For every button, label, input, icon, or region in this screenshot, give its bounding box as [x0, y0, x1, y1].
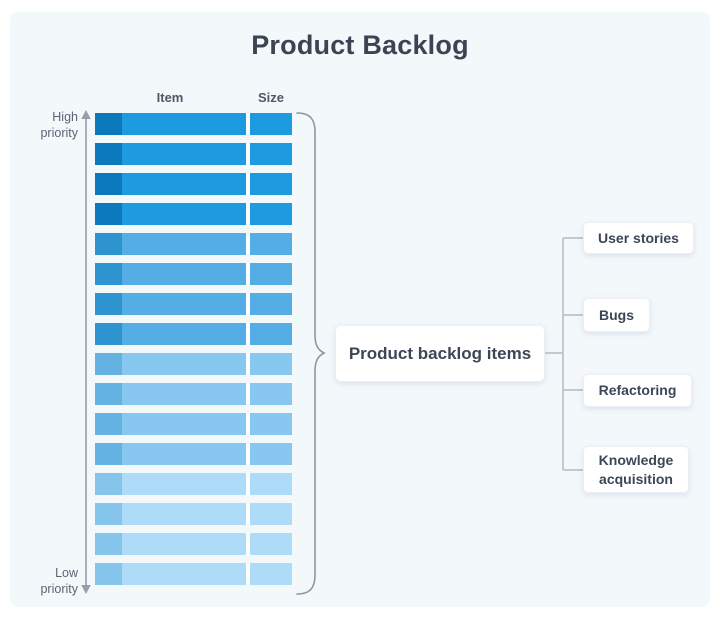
- bar-segment-size: [250, 323, 292, 345]
- bar-segment-size: [250, 173, 292, 195]
- bar-segment-item: [122, 383, 246, 405]
- backlog-row: [95, 503, 292, 525]
- backlog-row: [95, 443, 292, 465]
- bar-segment-item: [122, 503, 246, 525]
- bar-segment-priority: [95, 323, 122, 345]
- bar-segment-item: [122, 233, 246, 255]
- bar-segment-priority: [95, 263, 122, 285]
- bar-segment-item: [122, 413, 246, 435]
- bar-segment-gap: [246, 143, 250, 165]
- bar-segment-item: [122, 473, 246, 495]
- category-label: User stories: [598, 229, 679, 246]
- backlog-row: [95, 143, 292, 165]
- bar-segment-priority: [95, 413, 122, 435]
- bar-segment-priority: [95, 233, 122, 255]
- bar-segment-gap: [246, 113, 250, 135]
- bar-segment-priority: [95, 563, 122, 585]
- bar-segment-gap: [246, 263, 250, 285]
- bar-segment-size: [250, 503, 292, 525]
- bar-segment-size: [250, 293, 292, 315]
- bar-segment-size: [250, 413, 292, 435]
- bar-segment-priority: [95, 503, 122, 525]
- low-priority-label: Low priority: [40, 566, 78, 596]
- bar-segment-size: [250, 563, 292, 585]
- category-node-refactoring: Refactoring: [583, 374, 692, 407]
- bar-segment-priority: [95, 293, 122, 315]
- bar-segment-size: [250, 263, 292, 285]
- category-label: Knowledge acquisition: [598, 451, 674, 487]
- bar-segment-gap: [246, 383, 250, 405]
- category-node-user-stories: User stories: [583, 222, 694, 254]
- backlog-row: [95, 533, 292, 555]
- backlog-row: [95, 263, 292, 285]
- curly-brace: [296, 112, 326, 595]
- bar-segment-gap: [246, 233, 250, 255]
- bar-segment-priority: [95, 443, 122, 465]
- bar-segment-size: [250, 233, 292, 255]
- column-header-item: Item: [156, 90, 184, 105]
- bar-segment-priority: [95, 173, 122, 195]
- bar-segment-item: [122, 563, 246, 585]
- bar-segment-item: [122, 143, 246, 165]
- bar-segment-gap: [246, 353, 250, 375]
- bar-segment-priority: [95, 143, 122, 165]
- bar-segment-item: [122, 353, 246, 375]
- bar-segment-priority: [95, 473, 122, 495]
- bar-segment-item: [122, 323, 246, 345]
- bar-segment-size: [250, 143, 292, 165]
- bar-segment-item: [122, 263, 246, 285]
- bar-segment-gap: [246, 563, 250, 585]
- bar-segment-item: [122, 533, 246, 555]
- bar-segment-size: [250, 473, 292, 495]
- backlog-row: [95, 233, 292, 255]
- bar-segment-size: [250, 533, 292, 555]
- backlog-row: [95, 563, 292, 585]
- bar-segment-size: [250, 113, 292, 135]
- backlog-row: [95, 383, 292, 405]
- bar-segment-size: [250, 353, 292, 375]
- bar-segment-priority: [95, 383, 122, 405]
- bar-segment-gap: [246, 293, 250, 315]
- bar-segment-gap: [246, 413, 250, 435]
- bar-segment-item: [122, 443, 246, 465]
- bar-segment-gap: [246, 533, 250, 555]
- bar-segment-priority: [95, 113, 122, 135]
- bar-segment-size: [250, 203, 292, 225]
- bar-segment-size: [250, 443, 292, 465]
- category-label: Refactoring: [598, 382, 677, 399]
- backlog-row: [95, 473, 292, 495]
- product-backlog-items-label: Product backlog items: [348, 343, 532, 363]
- backlog-rows: [95, 113, 292, 593]
- category-label: Bugs: [599, 306, 634, 323]
- backlog-row: [95, 203, 292, 225]
- bar-segment-item: [122, 293, 246, 315]
- column-header-size: Size: [257, 90, 284, 105]
- page-title: Product Backlog: [251, 30, 469, 60]
- product-backlog-items-node: Product backlog items: [335, 325, 545, 382]
- bar-segment-gap: [246, 503, 250, 525]
- bar-segment-gap: [246, 473, 250, 495]
- category-node-bugs: Bugs: [583, 298, 650, 332]
- tree-connector-lines: [545, 237, 583, 471]
- backlog-row: [95, 323, 292, 345]
- bar-segment-gap: [246, 443, 250, 465]
- bar-segment-gap: [246, 173, 250, 195]
- bar-segment-item: [122, 173, 246, 195]
- bar-segment-gap: [246, 323, 250, 345]
- high-priority-label: High priority: [40, 110, 78, 140]
- backlog-row: [95, 413, 292, 435]
- bar-segment-item: [122, 113, 246, 135]
- backlog-row: [95, 113, 292, 135]
- backlog-row: [95, 293, 292, 315]
- backlog-row: [95, 173, 292, 195]
- priority-axis-arrow-icon: [81, 110, 91, 594]
- bar-segment-size: [250, 383, 292, 405]
- backlog-row: [95, 353, 292, 375]
- bar-segment-priority: [95, 203, 122, 225]
- bar-segment-gap: [246, 203, 250, 225]
- category-node-knowledge-acquisition: Knowledge acquisition: [583, 446, 689, 493]
- bar-segment-priority: [95, 533, 122, 555]
- bar-segment-priority: [95, 353, 122, 375]
- bar-segment-item: [122, 203, 246, 225]
